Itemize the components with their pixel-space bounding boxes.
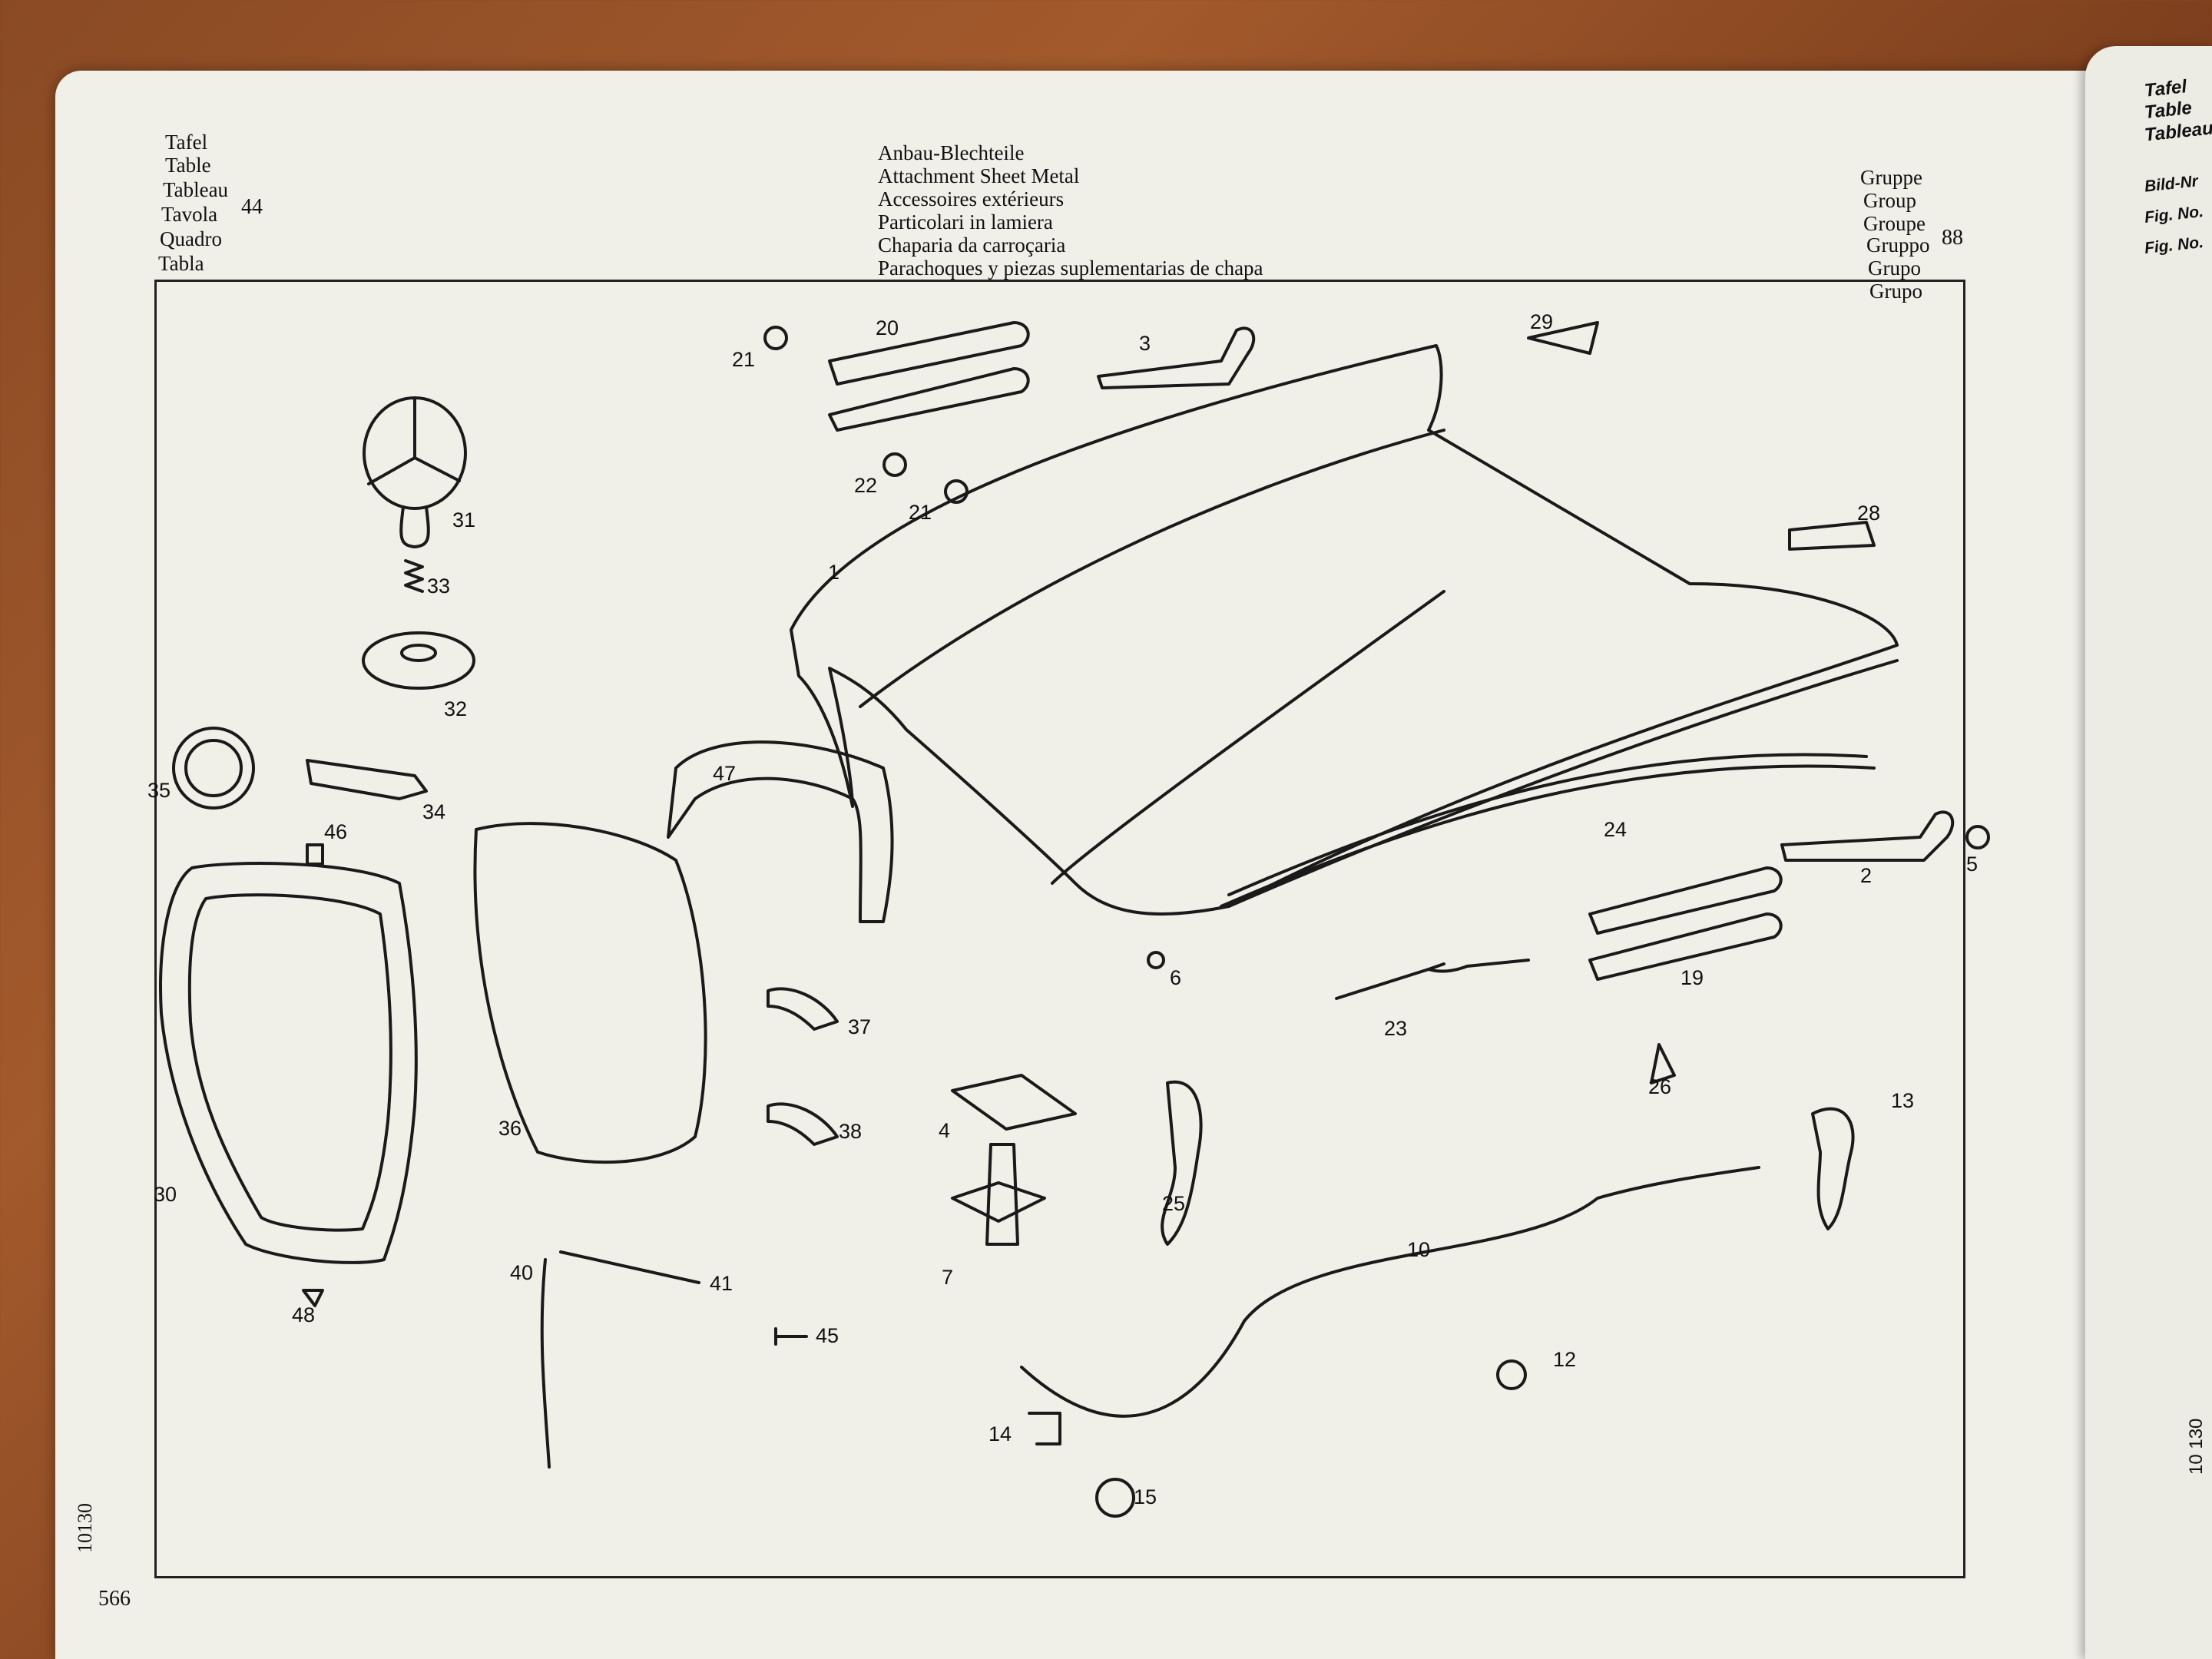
gruppe-label: Gruppe <box>1860 166 1922 189</box>
callout-6: 6 <box>1170 966 1182 989</box>
callout-35: 35 <box>147 779 171 802</box>
tavola-label: Tavola <box>161 203 218 226</box>
callout-10: 10 <box>1407 1238 1431 1261</box>
callout-46: 46 <box>324 820 348 843</box>
callout-15: 15 <box>1134 1485 1157 1508</box>
table-number: 44 <box>241 195 263 219</box>
callout-47: 47 <box>713 762 737 785</box>
diagram-frame <box>154 280 1965 1578</box>
callout-3: 3 <box>1139 332 1151 355</box>
gruppo-label: Gruppo <box>1866 233 1930 257</box>
callout-28: 28 <box>1857 502 1881 525</box>
facing-page <box>2085 46 2212 1659</box>
callout-48: 48 <box>292 1303 316 1326</box>
callout-32: 32 <box>444 697 468 720</box>
group-label: Group <box>1863 189 1916 212</box>
right-side-code: 10 130 <box>2186 1418 2207 1475</box>
grupo-label-1: Grupo <box>1868 257 1921 280</box>
side-code: 10130 <box>74 1503 96 1553</box>
callout-33: 33 <box>427 575 451 598</box>
page-number: 566 <box>98 1587 131 1611</box>
callout-19: 19 <box>1681 966 1704 989</box>
grupo-label-2: Grupo <box>1869 280 1922 303</box>
title-de: Anbau-Blechteile <box>878 141 1025 164</box>
table-label: Table <box>165 154 211 177</box>
tafel-label: Tafel <box>165 131 208 154</box>
group-number: 88 <box>1942 226 1963 250</box>
callout-24: 24 <box>1604 818 1628 841</box>
callout-13: 13 <box>1891 1089 1915 1112</box>
quadro-label: Quadro <box>160 227 222 250</box>
callout-37: 37 <box>848 1015 872 1038</box>
callout-21-bottom: 21 <box>909 501 932 524</box>
callout-36: 36 <box>498 1117 522 1140</box>
title-it: Particolari in lamiera <box>878 210 1053 233</box>
callout-21-top: 21 <box>732 348 756 371</box>
callout-14: 14 <box>988 1422 1012 1445</box>
title-es: Parachoques y piezas suplementarias de c… <box>878 257 1263 280</box>
callout-12: 12 <box>1553 1348 1577 1371</box>
callout-38: 38 <box>839 1120 863 1143</box>
callout-4: 4 <box>939 1119 951 1142</box>
callout-5: 5 <box>1966 853 1979 876</box>
callout-41: 41 <box>710 1272 733 1295</box>
callout-26: 26 <box>1648 1075 1672 1098</box>
title-fr: Accessoires extérieurs <box>878 187 1065 210</box>
callout-34: 34 <box>422 800 446 823</box>
callout-29: 29 <box>1530 310 1554 333</box>
callout-31: 31 <box>452 508 476 531</box>
callout-25: 25 <box>1162 1192 1186 1215</box>
tabla-label: Tabla <box>158 252 204 275</box>
callout-22: 22 <box>854 474 878 497</box>
callout-45: 45 <box>816 1324 839 1347</box>
callout-23: 23 <box>1384 1017 1408 1040</box>
callout-2: 2 <box>1860 864 1873 887</box>
title-en: Attachment Sheet Metal <box>878 164 1080 187</box>
callout-40: 40 <box>510 1261 534 1284</box>
title-pt: Chaparia da carroçaria <box>878 233 1066 257</box>
groupe-label: Groupe <box>1863 212 1926 235</box>
tableau-label: Tableau <box>163 178 229 201</box>
callout-7: 7 <box>942 1266 954 1289</box>
callout-20: 20 <box>876 316 899 339</box>
callout-30: 30 <box>154 1183 177 1206</box>
callout-1: 1 <box>828 561 840 584</box>
